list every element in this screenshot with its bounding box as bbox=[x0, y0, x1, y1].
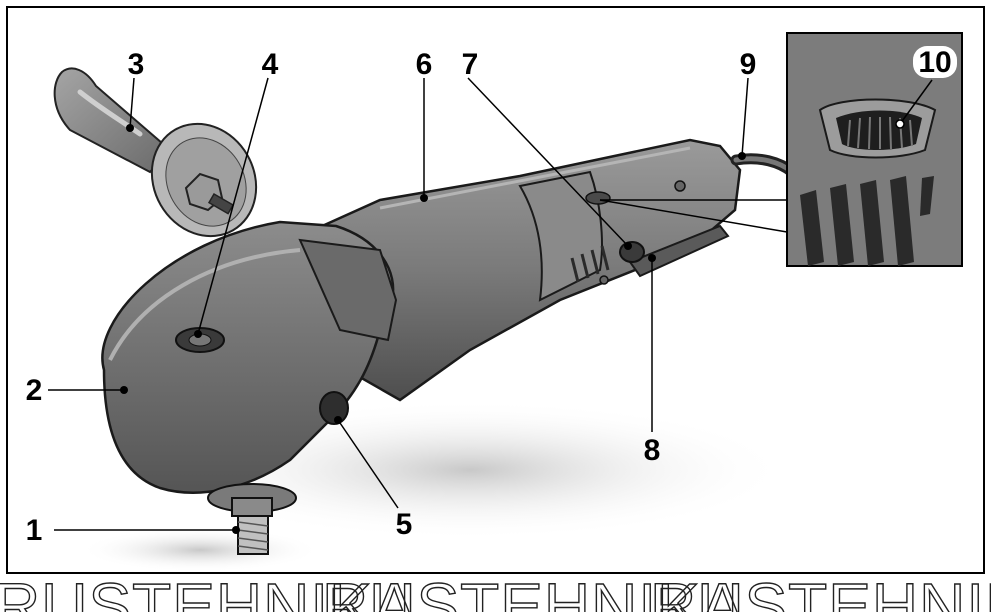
auxiliary-handle bbox=[53, 67, 258, 238]
callout-leaders bbox=[48, 77, 933, 531]
callout-dots bbox=[120, 119, 905, 534]
watermark-3: RUSTEHNIK bbox=[650, 570, 991, 612]
callout-3: 3 bbox=[128, 48, 145, 81]
watermark-1: RUSTEHNIKA bbox=[0, 570, 417, 612]
watermark-2: RUSTEHNIKA bbox=[322, 570, 745, 612]
figure-frame bbox=[6, 6, 985, 574]
callout-9: 9 bbox=[740, 48, 757, 81]
callout-4: 4 bbox=[262, 48, 279, 81]
inset-leader-bottom bbox=[599, 199, 788, 233]
callout-5: 5 bbox=[396, 508, 413, 541]
callout-8: 8 bbox=[644, 434, 661, 467]
callout-7: 7 bbox=[462, 48, 479, 81]
callout-10-bg bbox=[913, 46, 957, 78]
callout-10: 10 bbox=[918, 46, 951, 79]
callout-2: 2 bbox=[26, 374, 43, 407]
spindle-shadow bbox=[80, 528, 320, 572]
callout-1: 1 bbox=[26, 514, 43, 547]
callout-6: 6 bbox=[416, 48, 433, 81]
